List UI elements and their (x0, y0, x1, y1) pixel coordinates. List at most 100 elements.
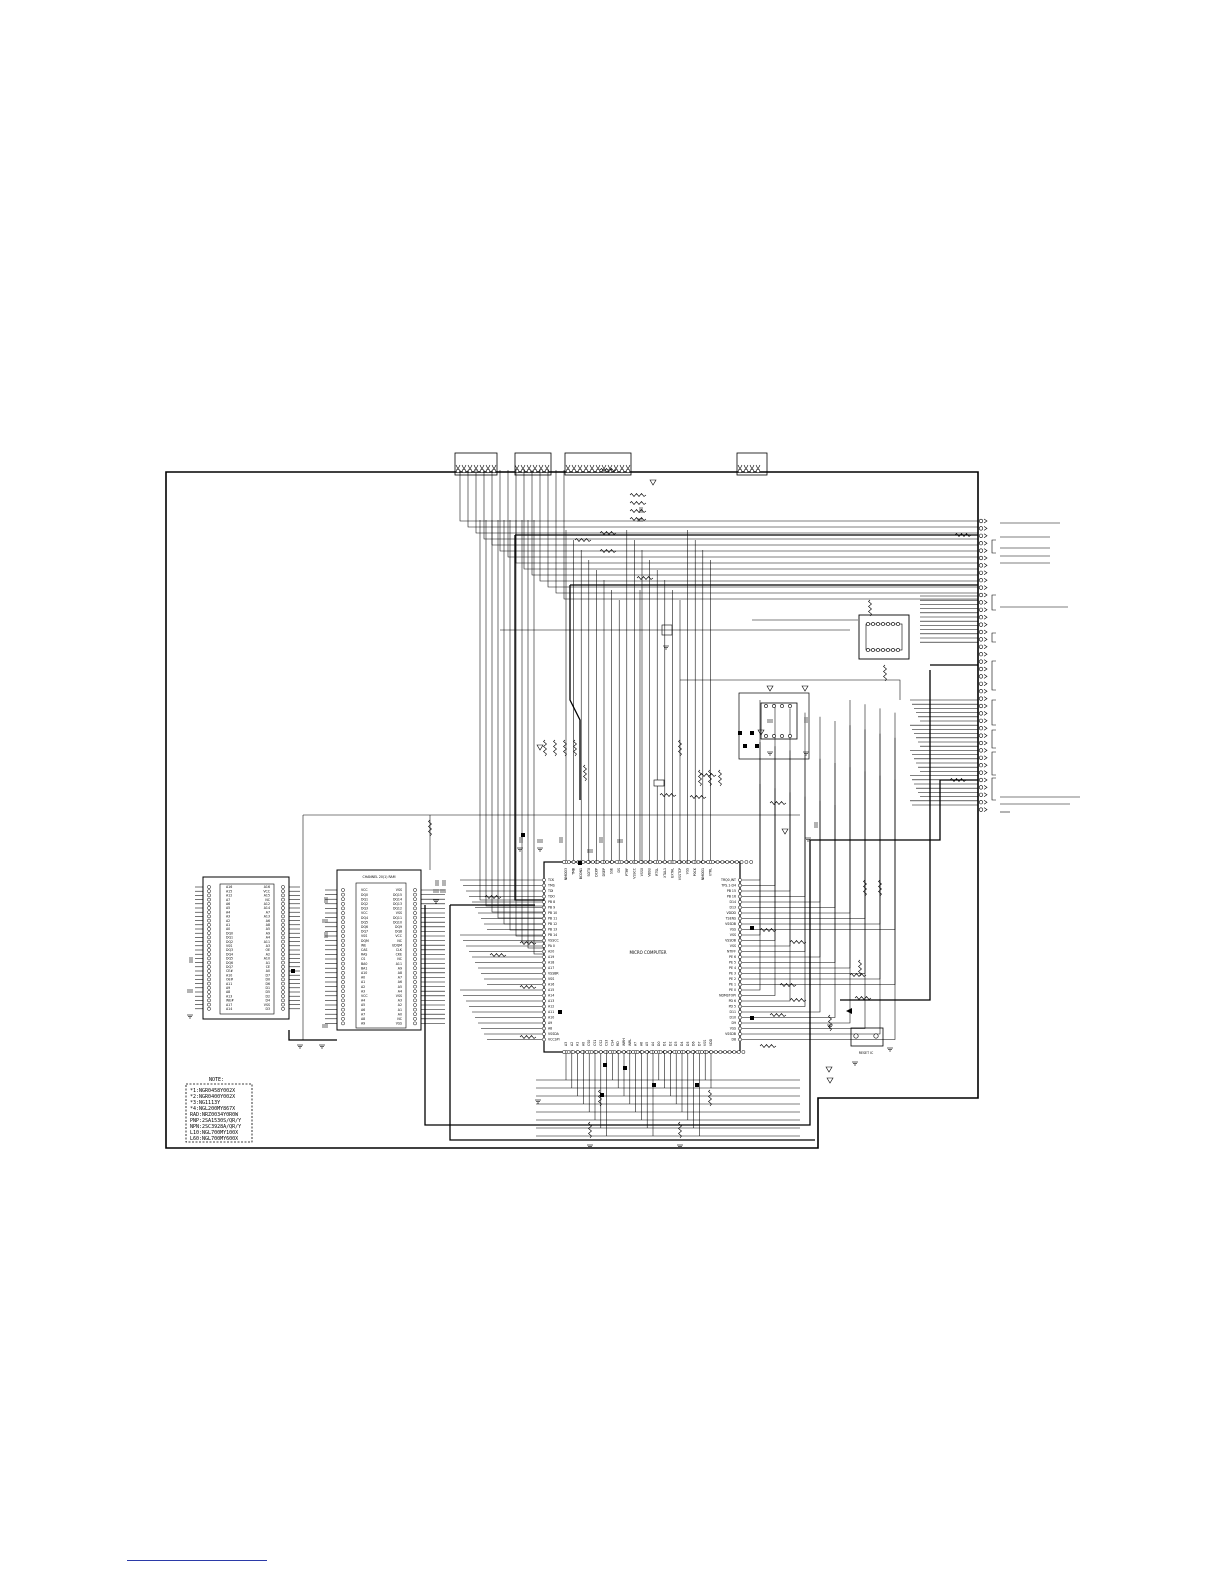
ic-main-top-pin-label: EXTAL (670, 868, 674, 878)
terminal-bracket (991, 777, 996, 801)
reset-label: RESET IC (859, 1051, 874, 1055)
edge-arrow (983, 681, 988, 687)
pin (281, 973, 285, 978)
ic-mem2-left-pin-label: A0 (361, 976, 365, 980)
wire (531, 470, 978, 576)
vcc-symbol (825, 1066, 833, 1073)
pin (413, 920, 417, 925)
pin (738, 1015, 742, 1020)
resistor (849, 973, 867, 977)
edge-terminal (978, 703, 984, 709)
pin (738, 977, 742, 981)
ic-mem2-right-pin-label: UDQM (392, 943, 402, 947)
ic-main-bottom-pin-label: D1 (663, 1042, 667, 1046)
ic-main-left-pin-label: PB 12 (548, 922, 557, 926)
pin (718, 1050, 723, 1054)
pin (542, 894, 546, 899)
ic-mem1-right-pin-label: A7 (266, 910, 270, 914)
pin (605, 860, 610, 864)
pin (738, 1021, 742, 1025)
pin (413, 1007, 417, 1012)
ic-mem1-left-pin-label: DQ0 (226, 931, 233, 935)
pin (281, 998, 285, 1003)
wire (491, 470, 978, 546)
chip-marker (600, 1093, 604, 1097)
edge-terminal (978, 726, 984, 731)
ic-main-top-pin-label: SOT0 (587, 868, 591, 877)
pin (207, 901, 211, 906)
wire (497, 520, 544, 919)
ic-mem1-right-pin-label: A4 (266, 936, 270, 940)
resistor (563, 739, 567, 757)
edge-arrow (983, 614, 988, 620)
vcc-symbol (757, 729, 765, 736)
edge-arrow (983, 770, 988, 775)
pin (413, 943, 417, 948)
edge-arrow (983, 688, 988, 694)
wire (746, 758, 821, 958)
edge-arrow (983, 785, 988, 790)
ic-mem2-right-pin-label: A5 (398, 985, 402, 989)
pin (413, 980, 417, 984)
pin (542, 960, 546, 965)
edge-arrow (983, 762, 988, 768)
pin (653, 860, 658, 864)
resistor (583, 764, 587, 782)
pin (590, 860, 595, 864)
board-outline (165, 471, 979, 1149)
pin (207, 906, 211, 910)
connector-pin (749, 468, 755, 474)
edge-arrow (983, 666, 988, 672)
ic-mem1-right-pin-label: A0 (266, 969, 270, 973)
pin (281, 906, 285, 910)
ic-mem2-left-pin-label: DQ5 (361, 920, 368, 924)
terminal-bracket (991, 660, 996, 691)
pin (341, 901, 345, 906)
edge-arrow (983, 622, 988, 627)
pin (413, 998, 417, 1003)
resistor (519, 941, 537, 945)
pin (586, 860, 590, 864)
note-line: *2:NGR0400Y002X (190, 1094, 235, 1100)
ic-mem2-left-pin-label: VCC (361, 888, 368, 892)
chip-marker (738, 731, 742, 735)
pin (738, 883, 742, 888)
connector-arrow (601, 464, 607, 470)
ic-main-right-pin-label: VSS (730, 1027, 736, 1031)
pin (281, 960, 285, 965)
connector-arrow (619, 464, 625, 470)
edge-arrow (983, 518, 988, 524)
edge-terminal (978, 763, 984, 768)
ic-mem1-left-pin-label: A0 (226, 927, 230, 931)
connector-pins (455, 464, 761, 474)
pin (738, 933, 742, 937)
pin (207, 1006, 211, 1011)
pin (730, 860, 734, 864)
ic-mem1-right-pin-label: A15 (264, 894, 270, 898)
edge-terminal (978, 533, 984, 538)
pin (871, 648, 875, 652)
ic-mem1-left-pin-label: A9 (226, 986, 230, 990)
wire (485, 520, 544, 907)
edge-arrow (983, 659, 988, 664)
pin (413, 1021, 417, 1026)
pin (207, 973, 211, 978)
ic-mem1-left-pin-label: A4 (226, 910, 230, 914)
ic-main-bottom-pin-label: CS3 (605, 1040, 609, 1046)
ic-main-left-pin-label: VSS (548, 977, 554, 981)
ic-main-left-pin-label: PB 11 (548, 917, 557, 921)
wire (746, 700, 851, 1024)
pin (341, 984, 345, 989)
pin (207, 889, 211, 894)
ic-mem2-left-pin-label: CAS (361, 948, 367, 952)
ic-mem2-right-pin-label: A2 (398, 1003, 402, 1007)
resistor (573, 739, 577, 757)
resistor (759, 1044, 777, 1048)
note-line: PNP:2SA1530S/QR/Y (190, 1118, 241, 1124)
chip-marker (695, 1083, 699, 1087)
connector-arrow (538, 464, 544, 470)
resistor (588, 1121, 592, 1139)
resistor (489, 953, 507, 957)
ic-main-left-pin-label: A8 (548, 1027, 552, 1031)
pin (566, 1050, 571, 1054)
